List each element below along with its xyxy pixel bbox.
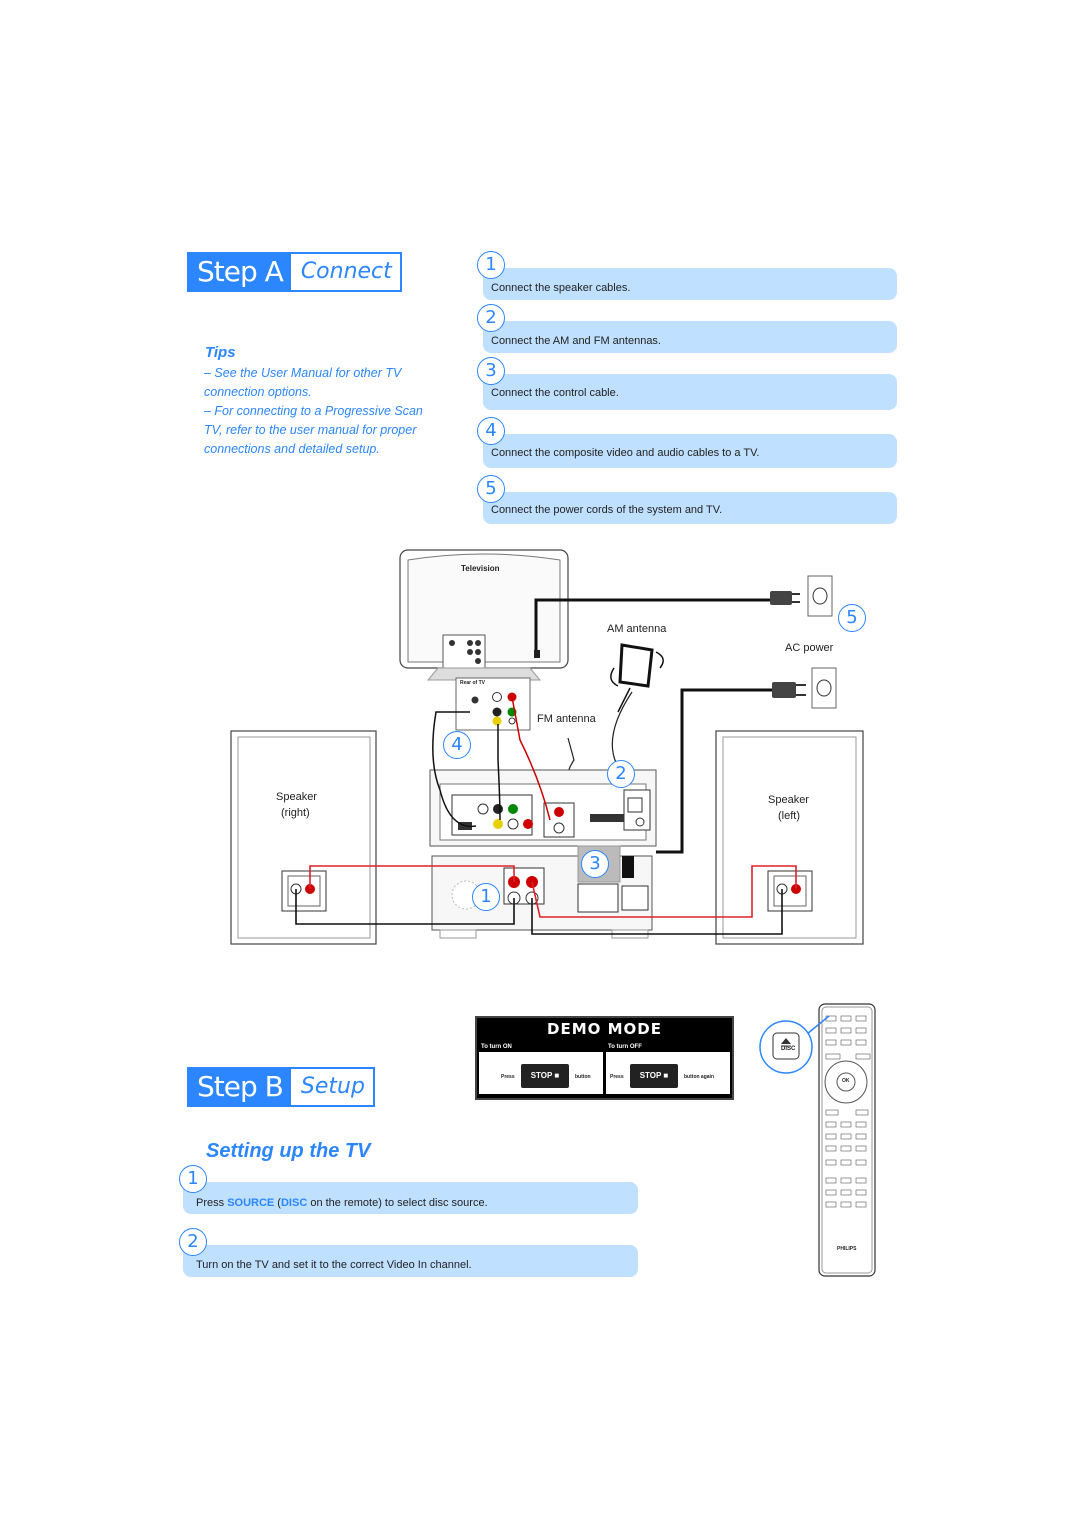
tips-line-4: TV, refer to the user manual for proper [204, 423, 417, 437]
setup-text-1-mid: ( [274, 1197, 281, 1209]
diagram-callout-1: 1 [472, 883, 500, 911]
main-unit-illustration [429, 769, 657, 847]
setup-text-1-post: on the remote) to select disc source. [307, 1197, 488, 1209]
fm-antenna-label: FM antenna [537, 713, 596, 725]
speaker-left-sublabel: (left) [778, 810, 800, 822]
remote-ok-label: OK [842, 1078, 850, 1084]
step-bar-4: Connect the composite video and audio ca… [483, 434, 897, 468]
step-b-header: Step B Setup [187, 1067, 375, 1107]
disc-key-label: DISC [280, 1197, 308, 1209]
speaker-left-illustration [715, 730, 864, 945]
diagram-callout-3: 3 [581, 850, 609, 878]
tips-line-2: connection options. [204, 385, 312, 399]
speaker-right-sublabel: (right) [281, 807, 310, 819]
demo-on-label: To turn ON [479, 1042, 605, 1052]
step-number-3: 3 [477, 357, 505, 385]
speaker-right-illustration [230, 730, 377, 945]
setup-bar-2: Turn on the TV and set it to the correct… [183, 1245, 638, 1277]
remote-brand-label: PHILIPS [837, 1246, 857, 1252]
source-key-label: SOURCE [227, 1197, 275, 1209]
setting-up-tv-title: Setting up the TV [206, 1140, 371, 1162]
demo-off-stop-button: STOP ■ [630, 1064, 678, 1088]
demo-off-press: Press [610, 1074, 624, 1080]
demo-on-stop-button: STOP ■ [521, 1064, 569, 1088]
demo-on-press: Press [501, 1074, 515, 1080]
setup-text-1: Press SOURCE (DISC on the remote) to sel… [196, 1197, 488, 1209]
demo-mode-panel: DEMO MODE To turn ON Press STOP ■ button… [475, 1016, 734, 1100]
step-bar-3: Connect the control cable. [483, 374, 897, 410]
step-a-header: Step A Connect [187, 252, 402, 292]
demo-mode-title: DEMO MODE [547, 1020, 662, 1038]
step-b-title: Step B [189, 1069, 291, 1105]
step-b-subtitle: Setup [290, 1069, 373, 1105]
ac-power-label: AC power [785, 642, 834, 654]
tips-line-3: – For connecting to a Progressive Scan [204, 404, 423, 418]
tips-line-5: connections and detailed setup. [204, 442, 380, 456]
remote-control-illustration [759, 1003, 876, 1277]
setup-text-2: Turn on the TV and set it to the correct… [196, 1259, 472, 1271]
speaker-left-label: Speaker [768, 794, 809, 806]
setup-bar-1: Press SOURCE (DISC on the remote) to sel… [183, 1182, 638, 1214]
diagram-callout-4: 4 [443, 731, 471, 759]
tips-line-1: – See the User Manual for other TV [204, 366, 402, 380]
step-text-5: Connect the power cords of the system an… [491, 504, 723, 516]
connection-diagram [230, 549, 864, 945]
setup-number-2: 2 [179, 1228, 207, 1256]
step-bar-5: Connect the power cords of the system an… [483, 492, 897, 524]
demo-on-panel: To turn ON Press STOP ■ button [479, 1042, 605, 1094]
demo-off-panel: To turn OFF Press STOP ■ button again [606, 1042, 732, 1094]
diagram-callout-5: 5 [838, 604, 866, 632]
speaker-right-label: Speaker [276, 791, 317, 803]
demo-on-button-text: button [575, 1074, 591, 1080]
step-number-1: 1 [477, 251, 505, 279]
step-text-3: Connect the control cable. [491, 387, 619, 399]
step-text-2: Connect the AM and FM antennas. [491, 335, 661, 347]
step-number-4: 4 [477, 417, 505, 445]
am-antenna-label: AM antenna [607, 623, 667, 635]
step-number-5: 5 [477, 475, 505, 503]
remote-disc-label: DISC [781, 1046, 796, 1052]
step-bar-1: Connect the speaker cables. [483, 268, 897, 300]
step-text-1: Connect the speaker cables. [491, 282, 631, 294]
setup-text-1-pre: Press [196, 1197, 228, 1209]
step-a-title: Step A [189, 254, 291, 290]
rear-of-tv-inset [455, 677, 531, 731]
tips-body: – See the User Manual for other TV conne… [204, 364, 444, 459]
step-a-subtitle: Connect [290, 254, 400, 290]
step-bar-2: Connect the AM and FM antennas. [483, 321, 897, 353]
step-number-2: 2 [477, 304, 505, 332]
tips-title: Tips [205, 344, 236, 361]
demo-off-button-again-text: button again [684, 1074, 714, 1080]
television-label: Television [461, 564, 500, 573]
rear-of-tv-label: Rear of TV [460, 680, 486, 686]
demo-off-label: To turn OFF [606, 1042, 732, 1052]
setup-number-1: 1 [179, 1165, 207, 1193]
diagram-callout-2: 2 [607, 760, 635, 788]
television-illustration [399, 549, 569, 681]
step-text-4: Connect the composite video and audio ca… [491, 447, 760, 459]
